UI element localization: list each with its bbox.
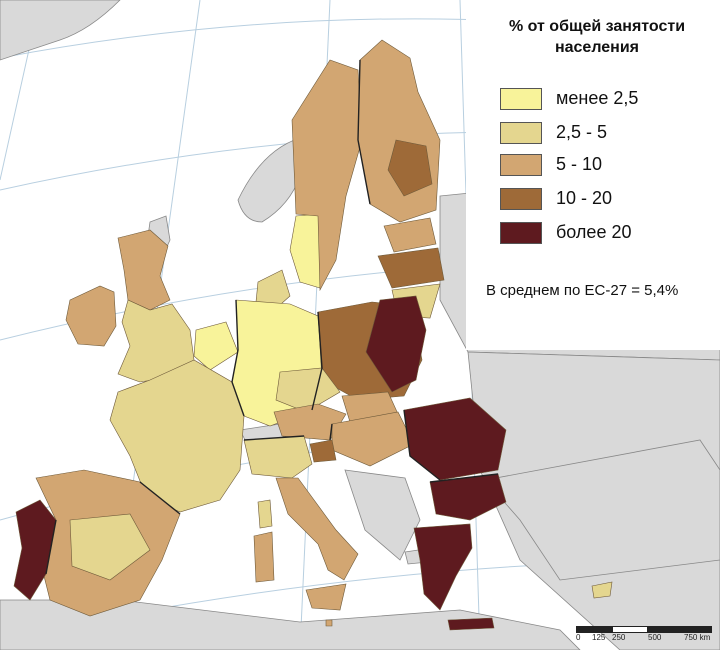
national-borders [45,59,499,575]
legend-swatch [500,188,542,210]
scale-segment [648,626,712,633]
legend-label: более 20 [556,222,632,242]
scale-label: 750 km [684,633,711,642]
legend-label: менее 2,5 [556,88,639,108]
region-portugal [13,499,57,601]
region-crete [447,617,495,631]
legend-title: % от общей занятости населения [508,18,686,56]
region-ireland [65,285,117,347]
scale-segment [576,626,612,633]
region-estonia [383,217,437,253]
region-latvia [377,247,445,289]
scale-bar: 0 125 250 500 750 km [568,622,718,648]
legend-swatch [500,154,542,176]
region-hungary [331,411,415,467]
eu-regions [13,39,613,631]
region-cyprus [591,581,613,599]
region-greece [413,523,473,611]
legend-swatch [500,222,542,244]
region-finland-east [387,139,433,197]
region-slovenia [309,439,337,463]
region-italy-north [243,435,313,479]
scale-label: 0 [576,633,581,642]
region-spain-center [69,513,151,581]
region-czech [275,367,341,413]
region-corsica [257,499,273,529]
legend-label: 10 - 20 [556,188,613,208]
region-sicily [305,583,347,611]
legend-label: 5 - 10 [556,154,603,174]
region-poland-east [365,295,427,393]
scale-label: 125 [592,633,606,642]
region-france [109,359,245,513]
region-malta [325,619,333,627]
legend-swatch [500,122,542,144]
region-sweden [291,59,363,292]
region-italy-south [275,477,359,581]
legend-swatch [500,88,542,110]
legend-label: 2,5 - 5 [556,122,608,142]
region-uk-north [117,229,171,311]
scale-label: 500 [648,633,662,642]
region-finland [357,39,441,223]
map-legend: % от общей занятости населения менее 2,5… [466,0,720,350]
eu-average-note: В среднем по ЕС-27 = 5,4% [486,282,679,299]
region-sardinia [253,531,275,583]
region-benelux [193,321,239,371]
scale-segment [612,626,648,633]
scale-label: 250 [612,633,626,642]
